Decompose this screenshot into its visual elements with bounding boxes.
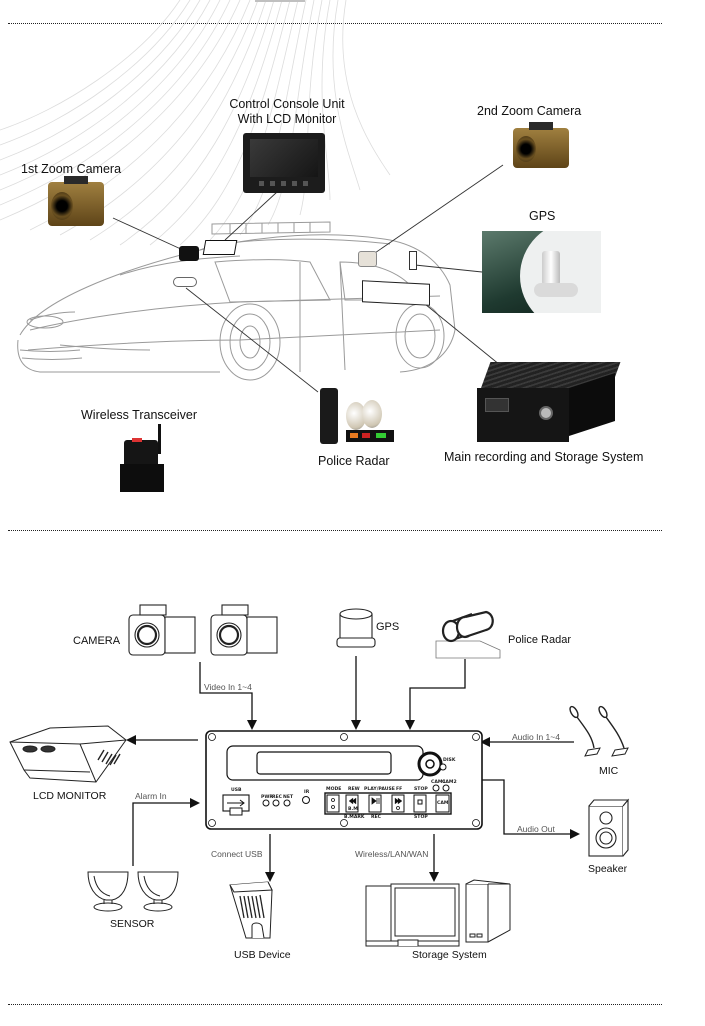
lcd-monitor-product-image	[243, 133, 325, 193]
label-audio-in: Audio In 1~4	[512, 732, 560, 742]
gps-antenna-icon	[336, 608, 376, 648]
panel-label-stop-top: STOP	[414, 787, 428, 792]
label-storage-system: Storage System	[412, 949, 487, 961]
label-camera: CAMERA	[73, 635, 121, 647]
panel-label-rew: REW	[348, 787, 360, 792]
police-car-drawing	[17, 221, 456, 381]
panel-label-play-pause: PLAY/PAUSE	[364, 787, 395, 792]
label-usb-device: USB Device	[234, 949, 291, 961]
panel-label-stop-bottom: STOP	[414, 815, 428, 820]
sensor-icon	[87, 871, 129, 912]
label-alarm-in: Alarm In	[135, 791, 167, 801]
mounted-camera2-icon	[358, 251, 377, 267]
mounted-gps-icon	[409, 251, 417, 270]
camera-icon	[128, 604, 196, 656]
arrow-video-in	[199, 662, 257, 730]
panel-label-rec: REC	[272, 795, 283, 800]
sensor-icon	[137, 871, 179, 912]
mounted-radar-icon	[173, 277, 197, 287]
panel-label-disk: DISK	[443, 758, 456, 763]
label-sensor: SENSOR	[110, 918, 155, 930]
microphone-icon	[569, 705, 601, 757]
gps-product-image	[482, 231, 601, 313]
label-main-system: Main recording and Storage System	[444, 450, 644, 464]
camera-icon	[210, 604, 278, 656]
police-radar-product-image	[320, 388, 395, 450]
label-radar-top: Police Radar	[318, 454, 390, 468]
panel-label-cam2: CAM2	[442, 780, 457, 785]
panel-label-cam1: CAM1	[431, 780, 446, 785]
zoom-camera1-product-image	[48, 176, 104, 226]
label-connect-usb: Connect USB	[211, 849, 263, 859]
panel-label-net: NET	[283, 795, 294, 800]
microphone-icon	[598, 705, 629, 757]
label-audio-out: Audio Out	[517, 824, 555, 834]
panel-label-usb: USB	[231, 788, 242, 793]
dvr-display-screen	[256, 751, 392, 775]
label-video-in: Video In 1~4	[204, 682, 252, 692]
label-console-line1: Control Console Unit	[229, 97, 345, 111]
label-gps: GPS	[376, 621, 400, 633]
panel-label-ir: IR	[304, 790, 310, 795]
label-camera1: 1st Zoom Camera	[21, 162, 122, 176]
arrow-radar	[405, 659, 466, 730]
dvr-button-strip	[324, 792, 452, 815]
panel-label-bm: B.M	[348, 807, 358, 812]
installation-leader-lines	[112, 164, 504, 393]
police-radar-icon	[435, 610, 501, 659]
speaker-icon	[588, 798, 630, 857]
label-mic: MIC	[599, 765, 619, 777]
wireless-transceiver-product-image	[118, 424, 170, 494]
panel-label-bmark: B.MARK	[344, 815, 365, 820]
mounted-camera-icon	[179, 246, 199, 261]
usb-storage-icon	[229, 881, 273, 939]
main-recorder-product-image	[477, 362, 621, 446]
panel-label-cam: CAM	[437, 801, 449, 806]
arrow-audio-out	[482, 779, 580, 839]
label-speaker: Speaker	[588, 863, 628, 875]
panel-label-mode: MODE	[326, 787, 342, 792]
zoom-camera2-product-image	[513, 122, 569, 168]
panel-label-ff: FF	[396, 787, 403, 792]
storage-workstation-icon	[365, 879, 511, 947]
label-console-line2: With LCD Monitor	[237, 112, 337, 126]
label-camera2: 2nd Zoom Camera	[477, 104, 582, 118]
panel-label-rec-bottom: REC	[371, 815, 382, 820]
divider-middle	[8, 530, 662, 531]
label-wireless: Wireless Transceiver	[81, 408, 197, 422]
label-lcd-monitor: LCD MONITOR	[33, 790, 107, 802]
lcd-monitor-icon	[9, 725, 127, 783]
label-police-radar: Police Radar	[508, 634, 571, 646]
divider-bottom	[8, 1004, 662, 1005]
panel-label-pwr: PWR	[261, 795, 273, 800]
arrow-alarm-in	[132, 798, 200, 866]
label-gps-top: GPS	[529, 209, 556, 223]
label-network: Wireless/LAN/WAN	[355, 849, 429, 859]
label-console: Control Console Unit With LCD Monitor	[212, 97, 362, 127]
